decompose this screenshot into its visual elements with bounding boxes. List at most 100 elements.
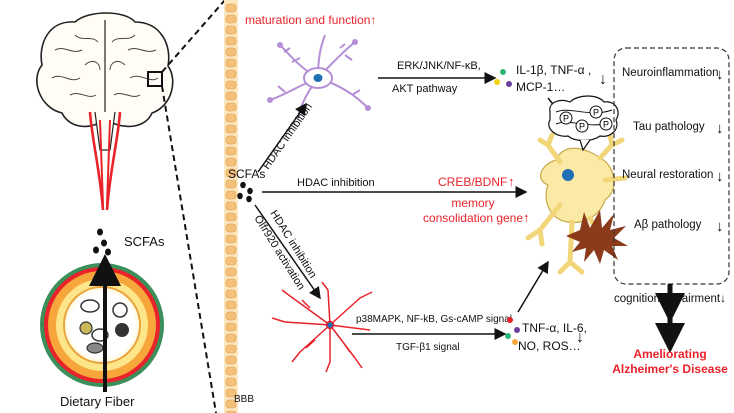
scfa-dots-center <box>237 181 253 203</box>
memory-line1: memory <box>451 196 494 210</box>
bbb-cell <box>225 388 237 398</box>
scfa-dots-left <box>93 228 111 256</box>
phospho-label: P <box>593 108 599 118</box>
phospho-circle <box>559 111 573 125</box>
outcome-label: Tau pathology <box>633 121 705 133</box>
cytokine-dots-bottom <box>505 317 520 345</box>
bbb-cell <box>225 344 237 354</box>
phospho-circle <box>575 119 589 133</box>
bbb-cell <box>225 3 237 13</box>
bbb-cell <box>225 333 237 343</box>
bbb-cell <box>225 113 237 123</box>
bbb-cell <box>225 311 237 321</box>
bbb-cell <box>225 300 237 310</box>
phospho-circle <box>589 105 603 119</box>
outcome-arrow: ↓ <box>716 168 724 185</box>
zoom-line-top <box>161 0 226 73</box>
bbb-cell <box>225 80 237 90</box>
outcome-box <box>613 47 730 285</box>
bbb-cell <box>225 289 237 299</box>
scfas-label-center: SCFAs <box>228 167 265 181</box>
bbb-cell <box>225 58 237 68</box>
microglia-pathway-line1: ERK/JNK/NF-κB, <box>397 60 481 72</box>
outcome-label: Aβ pathology <box>634 219 702 231</box>
bbb-cell <box>225 256 237 266</box>
memory-line2: consolidation gene <box>423 211 523 225</box>
gut-illustration <box>40 263 164 387</box>
bbb-cell <box>225 168 237 178</box>
bbb-cell <box>225 157 237 167</box>
creb-label: CREB/BDNF <box>438 175 507 189</box>
brain-illustration <box>36 12 174 211</box>
bbb-cell <box>225 278 237 288</box>
cognition-label: cognition impairment↓ <box>614 293 726 305</box>
microglia-pathway-line2: AKT pathway <box>392 83 458 95</box>
astrocyte-pathway-line2: TGF-β1 signal <box>396 342 460 353</box>
bbb-cell <box>225 179 237 189</box>
outcome-list: Neuroinflammation↓Tau pathology↓Neural r… <box>622 66 724 235</box>
bbb-cell <box>225 36 237 46</box>
outcome-arrow: ↓ <box>716 120 724 137</box>
conclusion-line2: Alzheimer's Disease <box>612 362 728 376</box>
bbb-cell <box>225 223 237 233</box>
bbb-cell <box>225 322 237 332</box>
microglia-cytokines-line1: IL-1β, TNF-α , <box>516 63 591 77</box>
bbb-cell <box>225 399 237 409</box>
bbb-cell <box>225 146 237 156</box>
hdac-middle-label: HDAC inhibition <box>297 177 375 189</box>
bbb-cell <box>225 14 237 24</box>
outcome-arrow: ↓ <box>716 218 724 235</box>
phospho-circle <box>599 117 613 131</box>
astrocyte-nucleus <box>325 320 335 330</box>
cytokine-dots-top <box>494 69 512 87</box>
conclusion-line1: Ameliorating <box>633 347 706 361</box>
microglia-down-arrow: ↓ <box>599 71 607 88</box>
astrocyte-cytokines-line2: NO, ROS… <box>518 339 581 353</box>
maturation-text: maturation and function↑ <box>245 13 376 27</box>
bbb-cell <box>225 190 237 200</box>
bbb-cell <box>225 25 237 35</box>
astrocyte-down-arrow: ↓ <box>576 329 584 346</box>
bbb-label: BBB <box>234 394 254 405</box>
zoom-box <box>147 71 163 87</box>
bbb-cell <box>225 212 237 222</box>
bbb-cell <box>225 91 237 101</box>
arrow-to-astrocyte <box>254 204 321 300</box>
neuron-cell <box>525 132 628 275</box>
zoom-line-bottom <box>161 85 217 413</box>
microglia-nucleus <box>313 74 323 82</box>
bbb-cell <box>225 245 237 255</box>
phospho-label: P <box>579 122 585 132</box>
memory-arrow: ↑ <box>523 210 530 225</box>
bbb-cell <box>225 377 237 387</box>
bbb-cell <box>225 135 237 145</box>
creb-arrow: ↑ <box>508 174 515 189</box>
bbb-cell <box>225 47 237 57</box>
bacteria-icon <box>79 299 129 354</box>
bbb-cell <box>225 69 237 79</box>
outcome-arrow: ↓ <box>716 66 724 83</box>
dietary-fiber-label: Dietary Fiber <box>60 394 135 409</box>
phospho-label: P <box>603 120 609 130</box>
arrow-to-microglia <box>257 102 307 173</box>
outcome-label: Neuroinflammation <box>622 67 719 79</box>
microglia-cytokines-line2: MCP-1… <box>516 80 565 94</box>
hdac-upper-label: HDAC inhibition <box>261 101 315 171</box>
bbb-cell <box>225 201 237 211</box>
bbb-cell <box>225 355 237 365</box>
bbb-barrier <box>224 0 238 413</box>
scfas-label-left: SCFAs <box>124 234 165 249</box>
bbb-cell <box>225 234 237 244</box>
astrocyte-cell <box>271 281 373 373</box>
amyloid-plaque-icon <box>566 210 628 264</box>
astrocyte-pathway-line1: p38MAPK, NF-kB, Gs-cAMP signal <box>356 314 512 325</box>
microglia-cell <box>267 34 371 119</box>
bbb-cell <box>225 124 237 134</box>
outcome-label: Neural restoration <box>622 169 713 181</box>
bbb-cell <box>225 102 237 112</box>
phospho-label: P <box>563 114 569 124</box>
astrocyte-to-neuron-arrow <box>517 260 549 313</box>
bbb-cell <box>225 267 237 277</box>
